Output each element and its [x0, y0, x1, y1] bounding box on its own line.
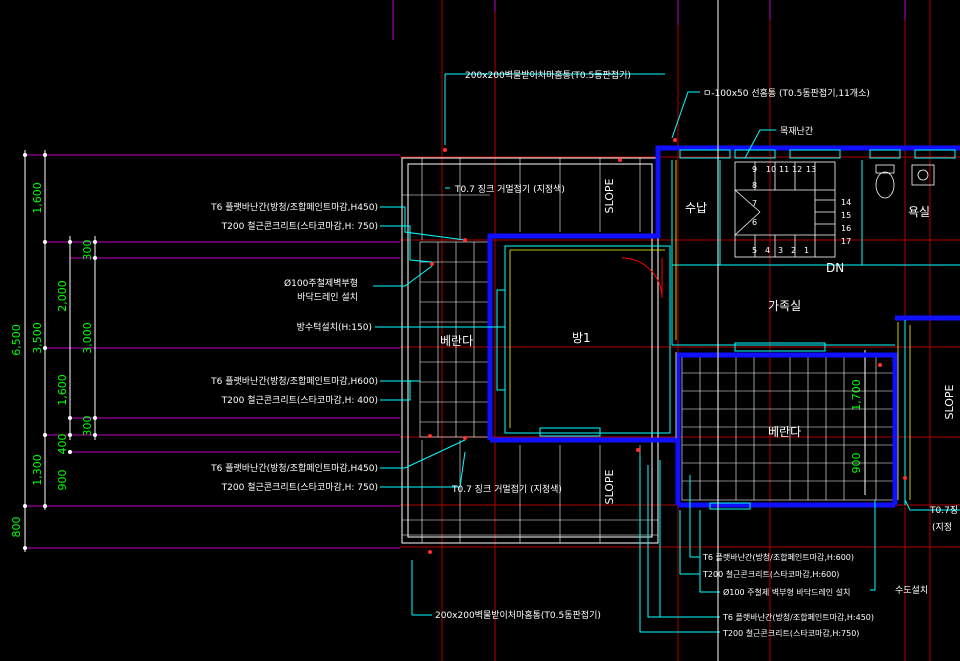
- yellow-detail-lines: [509, 160, 911, 500]
- stair-num-11: 11: [779, 165, 789, 174]
- stair-numbers: 9 10 11 12 13 14 15 16 17 8 7 6 5 4 3 2 …: [752, 165, 851, 255]
- dimension-chains: [24, 150, 96, 552]
- slope-label-top: SLOPE: [603, 178, 616, 213]
- note-gutter-top: ㅁ-100x50 선홈통 (T0.5동판접기,11개소): [703, 87, 870, 99]
- stair-num-10: 10: [766, 165, 776, 174]
- stair-num-17: 17: [841, 237, 851, 246]
- toilet-icon: [875, 164, 895, 199]
- dim-1700: 1,700: [850, 379, 863, 411]
- stair-num-1: 1: [804, 246, 809, 255]
- stair-num-2: 2: [791, 246, 796, 255]
- note-wood-rail: 목재난간: [780, 126, 813, 137]
- stair-num-4: 4: [765, 246, 770, 255]
- room-room1: 방1: [572, 331, 591, 345]
- stair-num-6: 6: [752, 218, 757, 227]
- dim-total: 6,500: [10, 324, 23, 356]
- slope-label-bottom: SLOPE: [603, 469, 616, 504]
- terrace-slats: [402, 158, 658, 543]
- note-rail-a2: T200 철근콘크리트(스타코마감,H: 750): [221, 220, 378, 232]
- door-swing: [621, 257, 663, 299]
- note-rail-b2: T200 철근콘크리트(스타코마감,H: 400): [221, 394, 378, 406]
- note-drain-d: Ø100 주철제 벽부형 바닥드레인 설치: [723, 587, 850, 597]
- left-balcony-tiles: [419, 241, 493, 438]
- dim-400: 400: [56, 434, 69, 455]
- stair-num-15: 15: [841, 211, 851, 220]
- note-rail-e2: T200 철근콘크리트(스타코마감,H:750): [722, 628, 859, 638]
- stair-num-3: 3: [778, 246, 783, 255]
- room-balcony-right: 베란다: [768, 425, 801, 439]
- leader-dots: [428, 138, 907, 554]
- note-rail-b1: T6 플랫바난간(방청/조합페인트마감,H600): [210, 375, 378, 387]
- note-faucet: 수도설치: [895, 584, 928, 596]
- dim-2000: 2,000: [56, 280, 69, 312]
- room-storage: 수납: [685, 201, 707, 215]
- note-galv-top: T0.7 징크 거멀접기 (지정색): [454, 183, 565, 195]
- note-drain-floor1: Ø100주철제벽부형: [284, 278, 358, 289]
- stair-num-9: 9: [752, 165, 757, 174]
- stair-num-12: 12: [792, 165, 802, 174]
- leader-lines: [373, 73, 960, 633]
- stair-num-13: 13: [806, 165, 816, 174]
- note-drain-top: 200x200벽물받이처마홈통(T0.5동판접기): [465, 69, 631, 81]
- note-drain-floor2: 바닥드레인 설치: [297, 291, 358, 303]
- note-galv-right1: T0.7징: [929, 505, 958, 516]
- dim-3500: 3,500: [31, 322, 44, 354]
- stair-num-14: 14: [841, 198, 851, 207]
- room-balcony-left: 베란다: [440, 334, 473, 348]
- note-rail-c1: T6 플랫바난간(방청/조합페인트마감,H450): [210, 462, 378, 474]
- room-bath: 욕실: [908, 205, 930, 219]
- blue-walls: [487, 145, 960, 508]
- note-rail-c2: T200 철근콘크리트(스타코마감,H: 750): [221, 481, 378, 493]
- note-rail-d1: T6 플랫바난간(방청/조합페인트마감,H:600): [702, 552, 854, 562]
- sink-icon: [911, 164, 935, 186]
- dim-3000: 3,000: [81, 322, 94, 354]
- magenta-extension-lines: [25, 0, 906, 549]
- terrace-outline: [401, 157, 659, 544]
- dim-1600-top: 1,600: [31, 182, 44, 214]
- note-drain-bottom: 200x200벽물받이처마홈통(T0.5동판접기): [435, 609, 601, 621]
- note-rail-d2: T200 철근콘크리트(스타코마감,H:600): [702, 569, 839, 579]
- dimension-ticks: [23, 153, 97, 550]
- stair-num-7: 7: [752, 199, 757, 208]
- dim-1300: 1,300: [31, 454, 44, 486]
- staircase: [734, 161, 836, 258]
- note-galv-bottom: T0.7 징크 거멀접기 (지정색): [451, 483, 562, 495]
- note-galv-right2: (지정: [932, 522, 952, 533]
- stair-down-label: DN: [826, 261, 844, 275]
- stair-num-16: 16: [841, 224, 851, 233]
- dim-800: 800: [10, 517, 23, 538]
- stair-num-8: 8: [752, 181, 757, 190]
- note-rail-a1: T6 플랫바난간(방청/조합페인트마감,H450): [210, 201, 378, 213]
- dim-300-bottom: 300: [81, 416, 94, 437]
- room-family: 가족실: [768, 299, 801, 313]
- slope-label-right: SLOPE: [943, 384, 956, 419]
- dim-300-top: 300: [81, 240, 94, 261]
- stair-num-5: 5: [752, 246, 757, 255]
- note-waterproof: 방수턱설치(H:150): [297, 321, 372, 333]
- interior-lines: [496, 149, 960, 510]
- dim-1600-mid: 1,600: [56, 374, 69, 406]
- dim-900: 900: [56, 470, 69, 491]
- note-rail-e1: T6 플랫바난간(방청/조합페인트마감,H:450): [722, 612, 874, 622]
